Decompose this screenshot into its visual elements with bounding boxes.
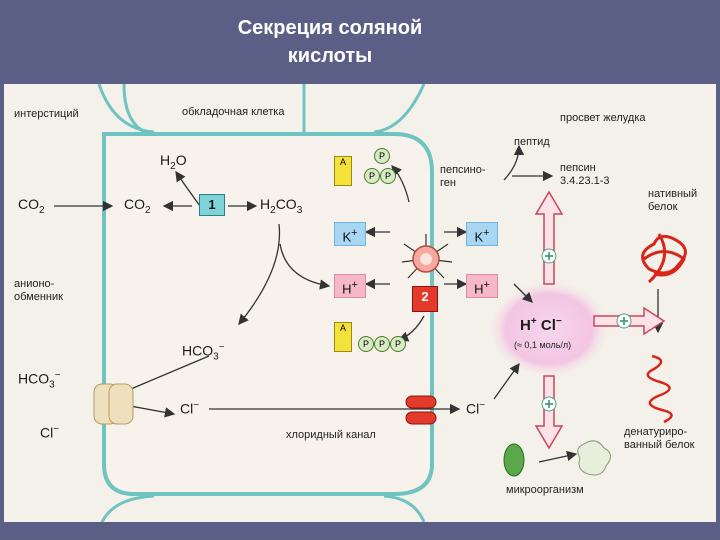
atp-top-adenosine: A	[334, 156, 352, 186]
diagram-panel: интерстиций обкладочная клетка просвет ж…	[4, 84, 716, 522]
hco3-charge: −	[54, 370, 61, 381]
hcl-cl: Cl	[540, 317, 556, 334]
denatured-protein-label: денатуриро- ванный белок	[624, 426, 695, 452]
k-ion-cell: K+	[334, 222, 366, 246]
hcl-glow	[487, 279, 611, 379]
pepsin-label: пепсин 3.4.23.1-3	[560, 162, 610, 188]
microorganism-label: микроорганизм	[506, 484, 584, 496]
pepsinogen-label-line2: ген	[440, 177, 456, 189]
cl-text: Cl	[466, 400, 480, 417]
denatured-protein-line1: денатуриро-	[624, 426, 688, 438]
cl-charge: −	[193, 400, 200, 411]
h2co3-co: CO	[275, 196, 297, 212]
hcl-h-charge: +	[530, 316, 537, 327]
cl-lumen: Cl−	[466, 400, 485, 417]
anion-exchanger-line2: обменник	[14, 291, 63, 303]
anion-exchanger-label: анионо- обменник	[14, 278, 63, 304]
interstitium-label: интерстиций	[14, 108, 79, 120]
chloride-channel-shape	[405, 395, 437, 425]
pepsin-code: 3.4.23.1-3	[560, 175, 610, 187]
k-ion-charge: +	[351, 227, 358, 239]
h2o-h: H	[160, 152, 171, 168]
cl-text: Cl	[40, 424, 54, 441]
atp-top-phosphate-3: P	[380, 168, 396, 184]
hcl-cl-charge: −	[555, 316, 562, 327]
atp-top-phosphate-1: P	[374, 148, 390, 164]
h2o-subscript: 2	[170, 160, 176, 172]
carbonic-anhydrase-box: 1	[199, 194, 225, 216]
lumen-label: просвет желудка	[560, 112, 646, 124]
native-protein-shape	[641, 233, 687, 284]
peptide-label: пептид	[514, 136, 550, 148]
k-ion-symbol: K	[474, 229, 484, 245]
reaction-arrows	[54, 144, 664, 463]
atp-bottom-phosphate-3: P	[390, 336, 406, 352]
native-protein-line1: нативный	[648, 188, 698, 200]
cl-interstitium: Cl−	[40, 424, 59, 441]
denatured-protein-shape	[646, 354, 673, 424]
cl-charge: −	[479, 400, 486, 411]
atpase-motor	[401, 234, 453, 279]
h-ion-lumen: H+	[466, 274, 498, 298]
k-ion-charge: +	[483, 227, 490, 239]
hco3-subscript: 3	[213, 351, 219, 363]
title-line-2: кислоты	[287, 45, 373, 67]
h2co3-sub2: 2	[270, 204, 276, 216]
chloride-channel-label: хлоридный канал	[286, 429, 376, 441]
hco3-text: HCO	[18, 370, 50, 387]
hco3-text: HCO	[182, 342, 214, 359]
hco3-charge: −	[218, 342, 225, 353]
co2-interstitium: CO2	[18, 196, 45, 216]
hcl-h: H	[520, 317, 531, 334]
native-protein-label: нативный белок	[648, 188, 697, 214]
h-ion-symbol: H	[342, 281, 352, 297]
co2-subscript: 2	[39, 204, 45, 216]
slide-title: Секреция соляной кислоты	[0, 14, 720, 70]
atp-bottom-adenosine: A	[334, 322, 352, 352]
h2o-o: O	[175, 152, 187, 168]
proton-pump-box: 2	[412, 286, 438, 312]
plus-marker-signs	[545, 252, 628, 408]
atp-top-phosphate-2: P	[364, 168, 380, 184]
native-protein-line2: белок	[648, 201, 678, 213]
atp-bottom-phosphate-2: P	[374, 336, 390, 352]
atp-bottom: A P P P	[334, 322, 406, 358]
parietal-cell-label: обкладочная клетка	[182, 106, 285, 118]
hcl-concentration: (≈ 0,1 моль/л)	[514, 340, 572, 350]
hco3-cell: HCO3−	[182, 342, 225, 362]
k-ion-symbol: K	[342, 229, 352, 245]
h2co3-h: H	[260, 196, 271, 212]
h-ion-charge: +	[351, 279, 358, 291]
cl-charge: −	[53, 424, 60, 435]
pepsinogen-label: пепсино- ген	[440, 164, 486, 190]
h-ion-cell: H+	[334, 274, 366, 298]
co2-subscript: 2	[145, 204, 151, 216]
atp-top: A P P P	[334, 148, 396, 192]
co2-cell: CO2	[124, 196, 151, 216]
hco3-subscript: 3	[49, 379, 55, 391]
h2co3-sub3: 3	[296, 204, 303, 216]
co2-text: CO	[124, 196, 145, 212]
h2co3: H2CO3	[260, 196, 302, 216]
pepsin-name: пепсин	[560, 162, 596, 174]
h2o: H2O	[160, 152, 187, 172]
k-ion-lumen: K+	[466, 222, 498, 246]
destroyed-microorganism-shape	[577, 440, 611, 476]
hcl-lumen: H+ Cl−	[520, 316, 562, 334]
h-ion-symbol: H	[474, 281, 484, 297]
title-line-1: Секреция соляной	[237, 17, 423, 39]
anion-exchanger-shape	[93, 383, 134, 425]
h-ion-charge: +	[483, 279, 490, 291]
atp-bottom-phosphate-1: P	[358, 336, 374, 352]
pepsinogen-label-line1: пепсино-	[440, 164, 486, 176]
denatured-protein-line2: ванный белок	[624, 439, 695, 451]
diagram-graphics	[54, 84, 687, 522]
cl-text: Cl	[180, 400, 194, 417]
cl-cell: Cl−	[180, 400, 199, 417]
anion-exchanger-line1: анионо-	[14, 278, 55, 290]
hco3-interstitium: HCO3−	[18, 370, 61, 390]
microorganism-shape	[503, 443, 525, 477]
co2-text: CO	[18, 196, 39, 212]
